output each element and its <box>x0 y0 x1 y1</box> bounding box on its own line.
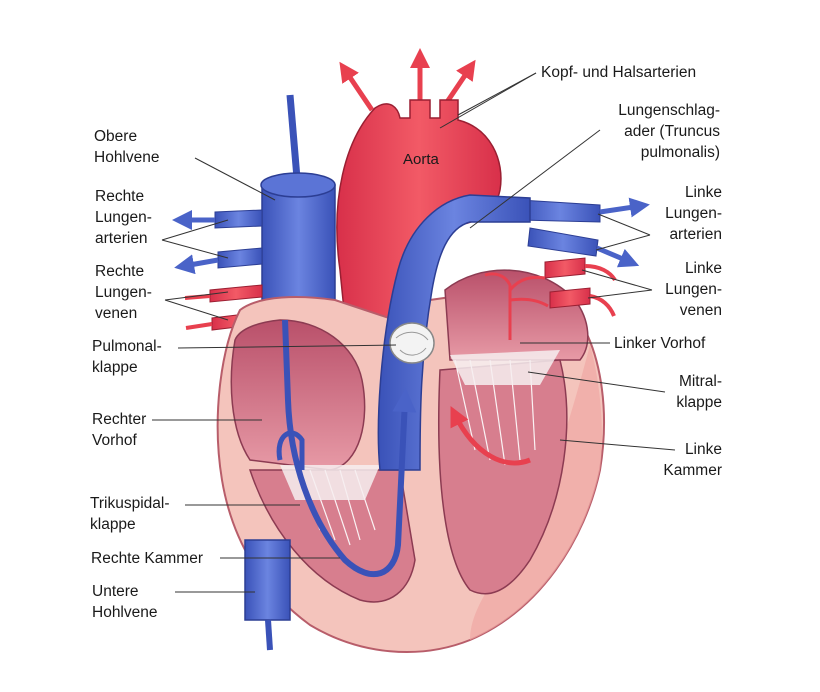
tricuspid-valve-shape <box>280 465 380 500</box>
left-pulmonary-artery-2 <box>527 227 599 257</box>
right-pulmonary-artery-2 <box>217 247 263 269</box>
right-atrium-chamber <box>230 319 366 471</box>
left-pulmonary-vein-1 <box>544 257 586 279</box>
right-pulmonary-artery-1 <box>214 209 263 229</box>
venous-flow-line <box>282 319 417 578</box>
right-pulmonary-vein-1 <box>209 284 263 303</box>
pulmonary-valve <box>389 322 435 364</box>
label-aorta: Aorta <box>403 151 439 168</box>
leader-lines <box>152 72 676 593</box>
label-trikuspidalklappe: Trikuspidal- klappe <box>90 495 170 533</box>
mitral-valve-shape <box>450 350 560 385</box>
label-linker-vorhof: Linker Vorhof <box>614 335 706 352</box>
left-pulmonary-artery-1 <box>519 199 601 223</box>
left-pulmonary-vein-2 <box>549 287 591 309</box>
label-mitralklappe: Mitral- klappe <box>676 373 722 411</box>
label-truncus-pulmonalis: Lungenschlag- ader (Truncus pulmonalis) <box>618 102 720 161</box>
left-ventricle-flow-arrow <box>450 406 531 466</box>
label-rechte-lungenvenen: Rechte Lungen- venen <box>95 263 152 322</box>
label-kopf-hals-arterien: Kopf- und Halsarterien <box>541 64 697 81</box>
right-ventricle-chamber <box>248 469 416 603</box>
superior-vena-cava <box>261 184 336 301</box>
label-rechte-lungenarterien: Rechte Lungen- arterien <box>95 188 152 247</box>
label-linke-lungenvenen: Linke Lungen- venen <box>665 260 722 319</box>
label-pulmonalklappe: Pulmonal- klappe <box>92 338 162 376</box>
label-obere-hohlvene: Obere Hohlvene <box>94 128 160 166</box>
label-linke-lungenarterien: Linke Lungen- arterien <box>665 184 722 243</box>
label-untere-hohlvene: Untere Hohlvene <box>92 583 158 621</box>
head-neck-arrows <box>339 48 476 112</box>
label-rechter-vorhof: Rechter Vorhof <box>92 411 147 449</box>
left-atrium-flow <box>484 272 549 340</box>
label-rechte-kammer: Rechte Kammer <box>91 550 203 567</box>
inferior-vena-cava <box>244 539 291 621</box>
label-linke-kammer: Linke Kammer <box>663 441 722 479</box>
left-ventricle-chamber <box>438 359 568 595</box>
